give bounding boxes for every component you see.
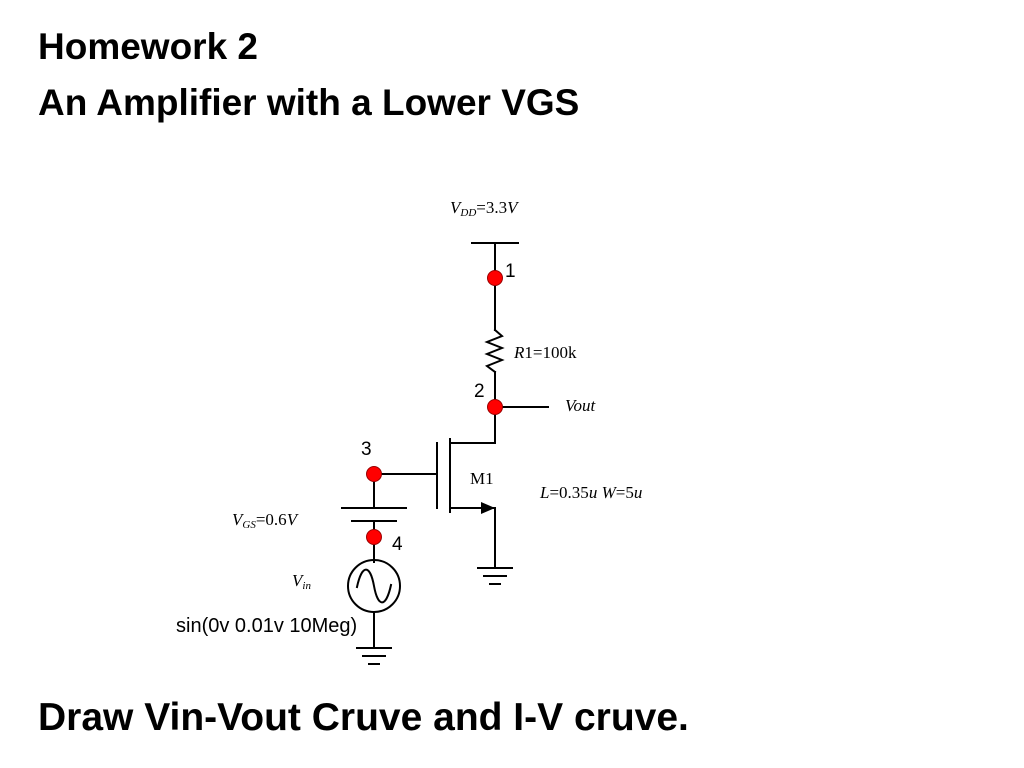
resistor-r1: [484, 328, 505, 374]
node-1-label: 1: [505, 261, 516, 282]
node-4-dot[interactable]: [366, 529, 382, 545]
m1-dimensions-label: L=0.35u W=5u: [539, 483, 642, 502]
source-spec-label: sin(0v 0.01v 10Meg): [176, 615, 357, 637]
vdd-label: VDD=3.3V: [450, 198, 520, 219]
slide-title-line1: Homework 2: [38, 26, 259, 67]
node-3-dot[interactable]: [366, 466, 382, 482]
slide-title-line2: An Amplifier with a Lower VGS: [38, 82, 580, 123]
slide-instruction: Draw Vin-Vout Cruve and I-V cruve.: [38, 696, 689, 739]
node-1-dot[interactable]: [487, 270, 503, 286]
vin-label: Vin: [292, 571, 311, 592]
node-4-label: 4: [392, 534, 403, 555]
r1-label: R1=100k: [513, 343, 577, 362]
node-2-label: 2: [474, 381, 485, 402]
node-3-label: 3: [361, 439, 372, 460]
node-2-dot[interactable]: [487, 399, 503, 415]
m1-label: M1: [470, 469, 494, 488]
vout-label: Vout: [565, 396, 597, 415]
vin-sine-wave: [355, 568, 393, 604]
m1-source-arrow: [481, 502, 495, 514]
vgs-label: VGS=0.6V: [232, 510, 300, 531]
